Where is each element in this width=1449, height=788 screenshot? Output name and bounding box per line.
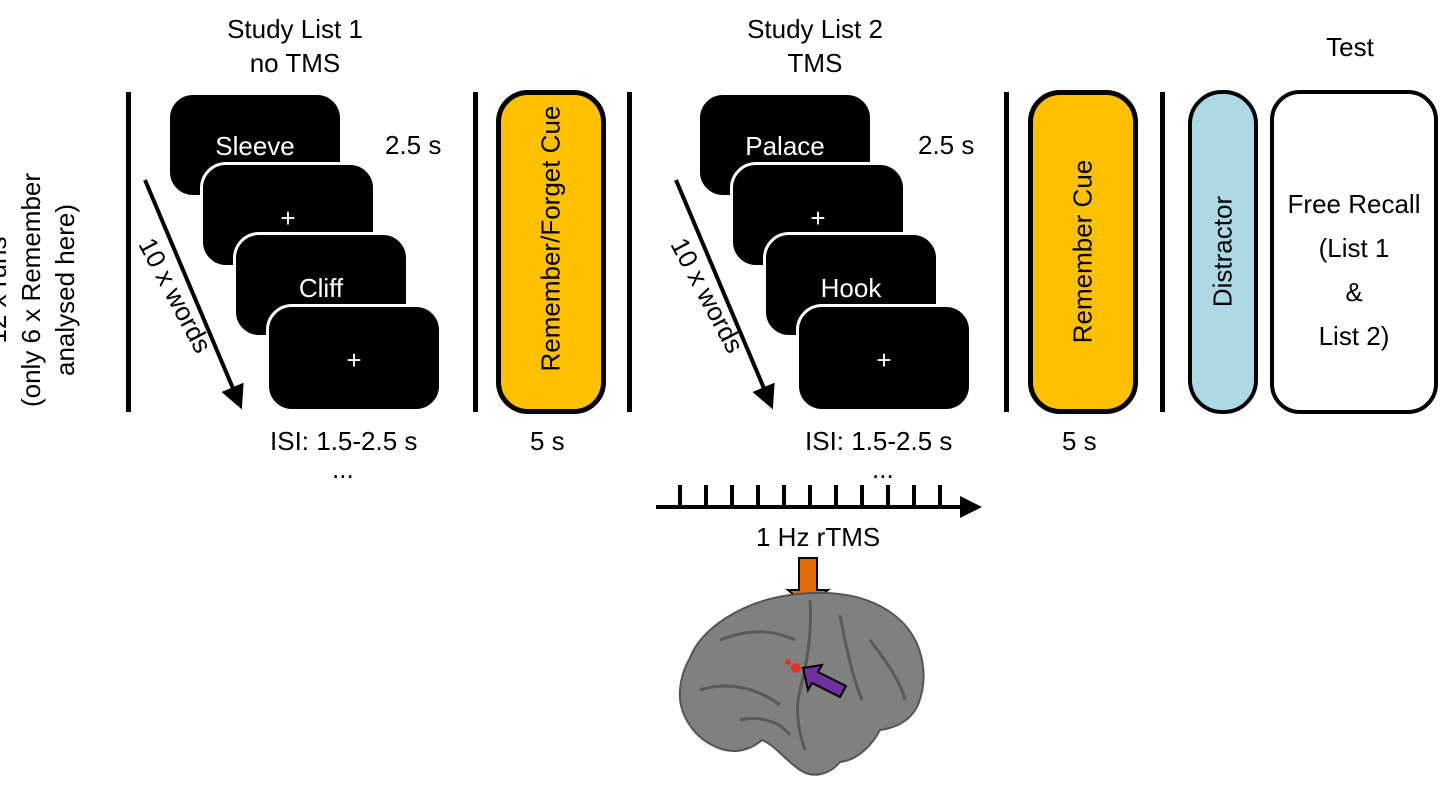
stimulation-site (791, 663, 801, 673)
divider-4 (1004, 92, 1009, 412)
study1-title-line1: Study List 1 (227, 14, 363, 44)
divider-2 (473, 92, 478, 412)
study2-title-line1: Study List 2 (747, 14, 883, 44)
study1-title: Study List 1 no TMS (180, 12, 410, 80)
study1-ellipsis: ... (332, 454, 354, 484)
free-recall-box (1270, 90, 1438, 414)
free-recall-line4: List 2) (1318, 321, 1390, 351)
study2-cue-box (1028, 90, 1138, 414)
study2-cue-duration: 5 s (1062, 426, 1097, 456)
free-recall-text: Free Recall (List 1 & List 2) (1270, 182, 1438, 358)
study1-trials-arrow (143, 179, 244, 410)
divider-3 (627, 92, 632, 412)
study1-cue-box (496, 90, 606, 414)
distractor-box (1188, 90, 1258, 414)
study1-word-2: Cliff (298, 273, 344, 303)
study2-fixation-card-2: + (796, 304, 972, 412)
study2-trials-arrow (674, 179, 775, 410)
divider-5 (1160, 92, 1165, 412)
rtms-timeline (656, 485, 982, 518)
brain-image (678, 591, 925, 776)
study2-duration: 2.5 s (918, 130, 975, 160)
study2-isi: ISI: 1.5-2.5 s (805, 426, 953, 456)
study2-fixation-1: + (810, 203, 826, 233)
free-recall-line3: & (1345, 277, 1363, 307)
study1-fixation-1: + (280, 203, 296, 233)
study2-word-1: Palace (745, 131, 825, 161)
target-arrow (801, 663, 848, 699)
study2-ellipsis: ... (872, 454, 894, 484)
study1-fixation-card-2: + (266, 304, 442, 412)
study1-word-1: Sleeve (215, 131, 295, 161)
study1-isi: ISI: 1.5-2.5 s (270, 426, 418, 456)
free-recall-line1: Free Recall (1287, 189, 1421, 219)
study1-duration: 2.5 s (385, 130, 442, 160)
divider-1 (126, 92, 131, 412)
study1-word-card-1: Sleeve (167, 92, 343, 198)
study2-fixation-2: + (876, 345, 892, 375)
test-title: Test (1326, 32, 1374, 62)
study1-title-line2: no TMS (249, 48, 341, 78)
study2-title: Study List 2 TMS (700, 12, 930, 80)
study2-word-2: Hook (820, 273, 882, 303)
study1-fixation-2: + (346, 345, 362, 375)
rtms-label: 1 Hz rTMS (756, 522, 881, 552)
study2-title-line2: TMS (787, 48, 843, 78)
study1-cue-duration: 5 s (530, 426, 565, 456)
free-recall-line2: (List 1 (1318, 233, 1390, 263)
